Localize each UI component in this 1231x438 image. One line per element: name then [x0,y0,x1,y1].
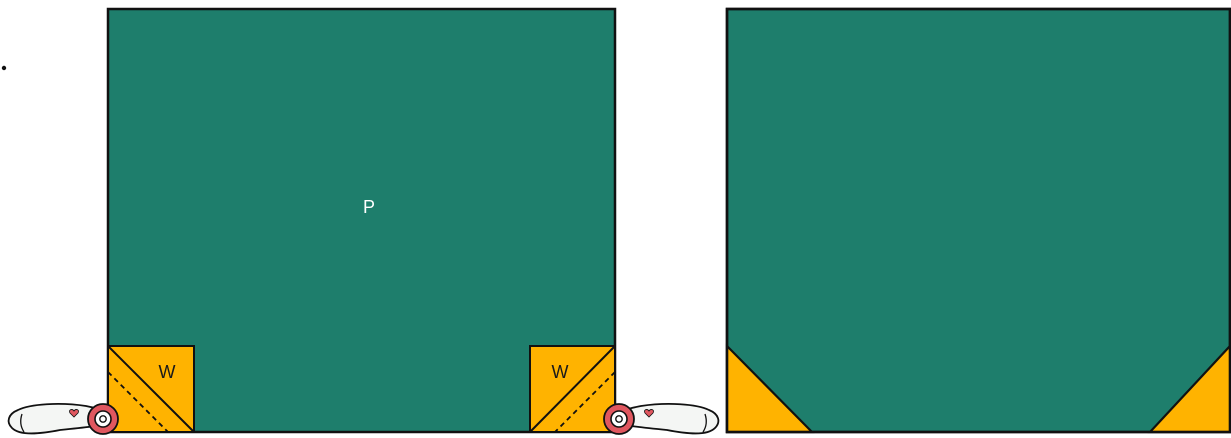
heart-icon [69,409,79,418]
cutter-wheel-center [615,415,623,423]
corner-square-bottom-right: W [529,345,616,433]
rotary-cutter-icon [7,403,119,435]
left-panel: P W W [7,7,720,435]
rotary-cutter-icon [603,403,720,435]
cutter-wheel-center [99,415,107,423]
cutter-handle-grip [702,413,707,433]
square-label-w: W [159,362,176,382]
cutter-handle-grip [20,413,25,433]
right-panel-outline [725,7,1231,434]
square-label-w: W [552,362,569,382]
heart-icon [644,409,654,418]
corner-square-bottom-left: W [107,345,195,433]
diagonal-sew-line [107,345,195,433]
bullet-mark [1,65,7,71]
right-panel [725,7,1231,434]
diagonal-sew-line [529,345,616,433]
background-fabric-rect [725,7,1231,434]
panel-label-p: P [363,197,375,217]
